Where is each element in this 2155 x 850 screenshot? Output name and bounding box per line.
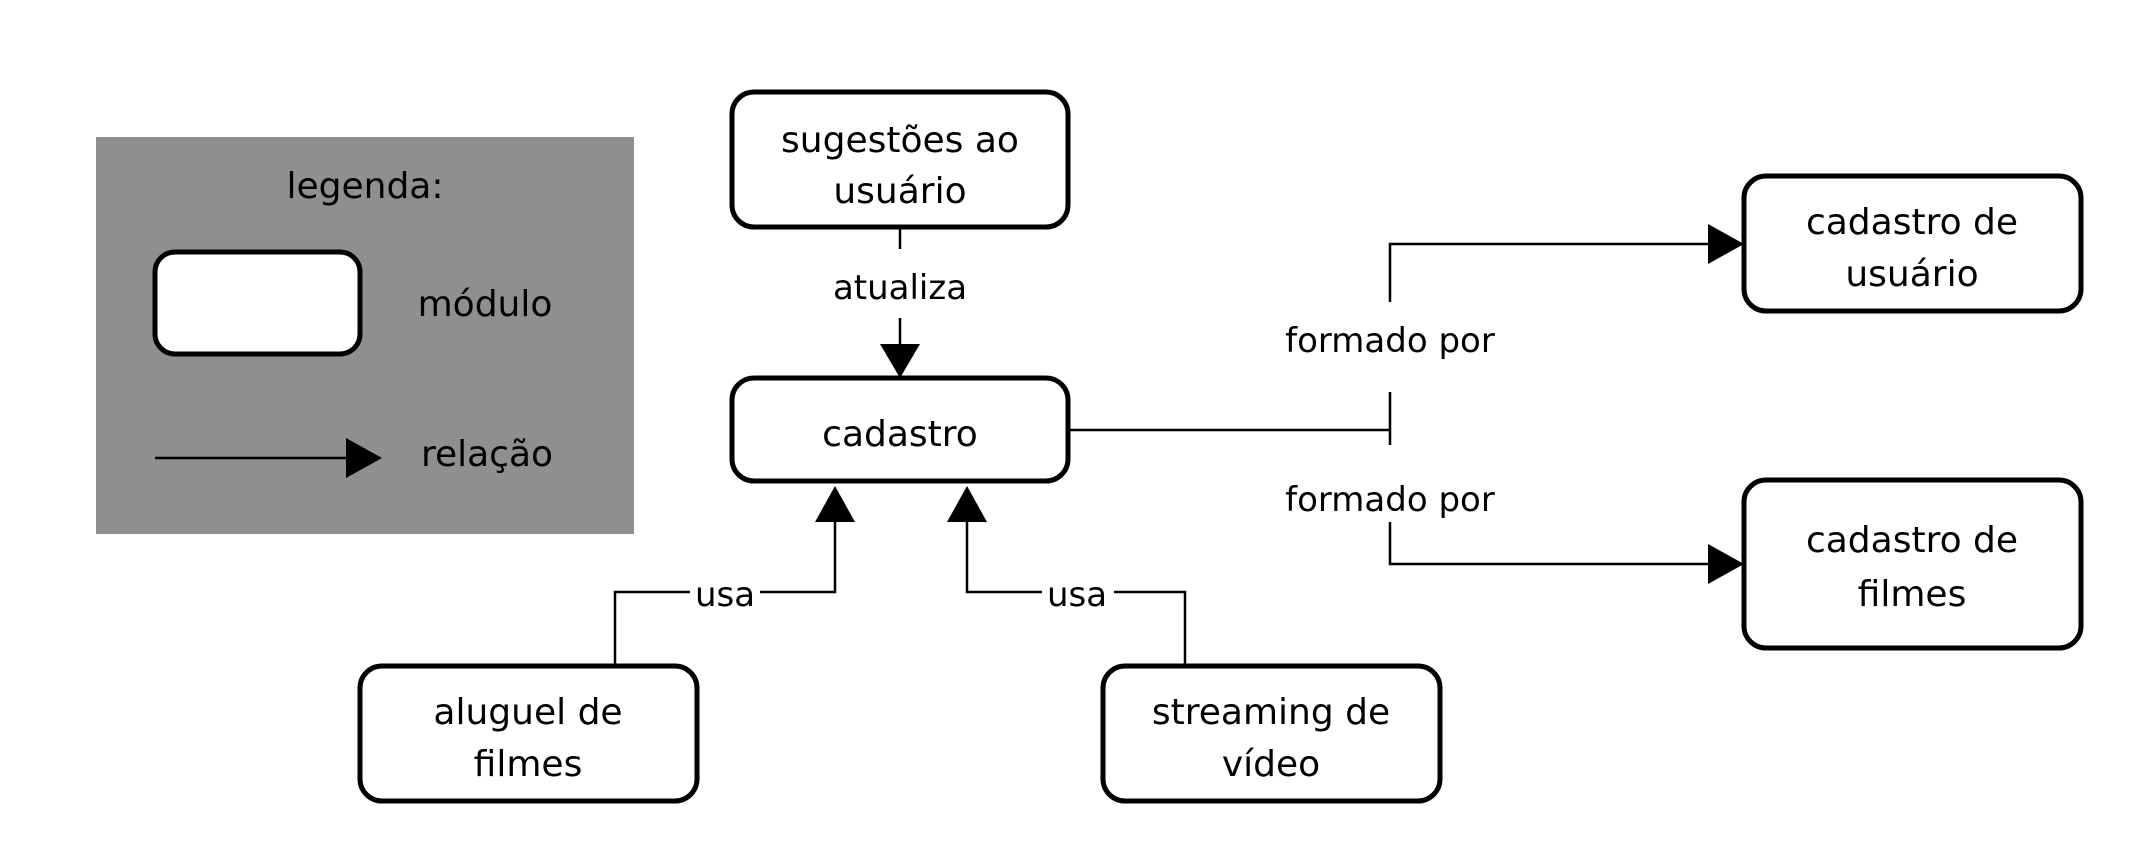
node-sugestoes-line1: sugestões ao — [781, 120, 1019, 161]
node-streaming-line2: vídeo — [1222, 744, 1320, 785]
node-aluguel-de-filmes: aluguel de filmes — [357, 663, 700, 804]
arrowhead-aluguel-into-cadastro — [815, 486, 855, 522]
edge-label-usa-streaming: usa — [1047, 575, 1107, 615]
node-cad-filmes-line2: filmes — [1858, 574, 1967, 615]
node-cadastro-box — [729, 375, 1071, 484]
legend-relation-label: relação — [421, 434, 553, 475]
edge-label-atualiza: atualiza — [833, 268, 967, 308]
node-cad-usuario-box — [1741, 173, 2084, 314]
node-streaming-line1: streaming de — [1152, 692, 1390, 733]
node-cad-usuario-line1: cadastro de — [1806, 202, 2018, 243]
arrowhead-streaming-into-cadastro — [947, 486, 987, 522]
node-aluguel-line2: filmes — [474, 744, 583, 785]
connector-usuario-branch — [1388, 242, 1715, 302]
node-sugestoes-ao-usuario: sugestões ao usuário — [729, 89, 1071, 230]
arrowhead-into-cad-filmes — [1708, 544, 1744, 584]
node-cad-usuario-line2: usuário — [1845, 254, 1978, 295]
node-cad-filmes-box — [1741, 477, 2084, 651]
node-aluguel-box — [357, 663, 700, 804]
arrowheads — [815, 224, 1744, 584]
connector-filmes-branch — [1388, 522, 1715, 566]
edge-label-usa-aluguel: usa — [695, 575, 755, 615]
node-cadastro-de-usuario: cadastro de usuário — [1741, 173, 2084, 314]
connector-aluguel-left — [613, 590, 690, 666]
node-cadastro-de-filmes: cadastro de filmes — [1741, 477, 2084, 651]
node-sugestoes-line2: usuário — [833, 171, 966, 212]
connector-streaming-left — [965, 522, 1042, 594]
legend-module-label: módulo — [418, 284, 553, 325]
legend-relation-arrowhead — [346, 438, 382, 478]
node-cadastro-label: cadastro — [822, 414, 978, 455]
arrowhead-into-cad-usuario — [1708, 224, 1744, 264]
node-cad-filmes-line1: cadastro de — [1806, 520, 2018, 561]
node-streaming-de-video: streaming de vídeo — [1100, 663, 1443, 804]
legend: legenda: módulo relação — [96, 137, 634, 534]
node-sugestoes-box — [729, 89, 1071, 230]
edge-label-formado-por-filmes: formado por — [1285, 480, 1495, 520]
legend-module-sample — [152, 249, 363, 357]
node-streaming-box — [1100, 663, 1443, 804]
connector-streaming-right — [1114, 590, 1187, 666]
legend-title: legenda: — [286, 166, 443, 207]
edge-label-formado-por-usuario: formado por — [1285, 321, 1495, 361]
node-aluguel-line1: aluguel de — [433, 692, 622, 733]
arrowhead-into-cadastro-top — [880, 344, 920, 378]
connector-aluguel-right — [760, 522, 837, 594]
connectors — [613, 228, 1715, 666]
node-cadastro: cadastro — [729, 375, 1071, 484]
